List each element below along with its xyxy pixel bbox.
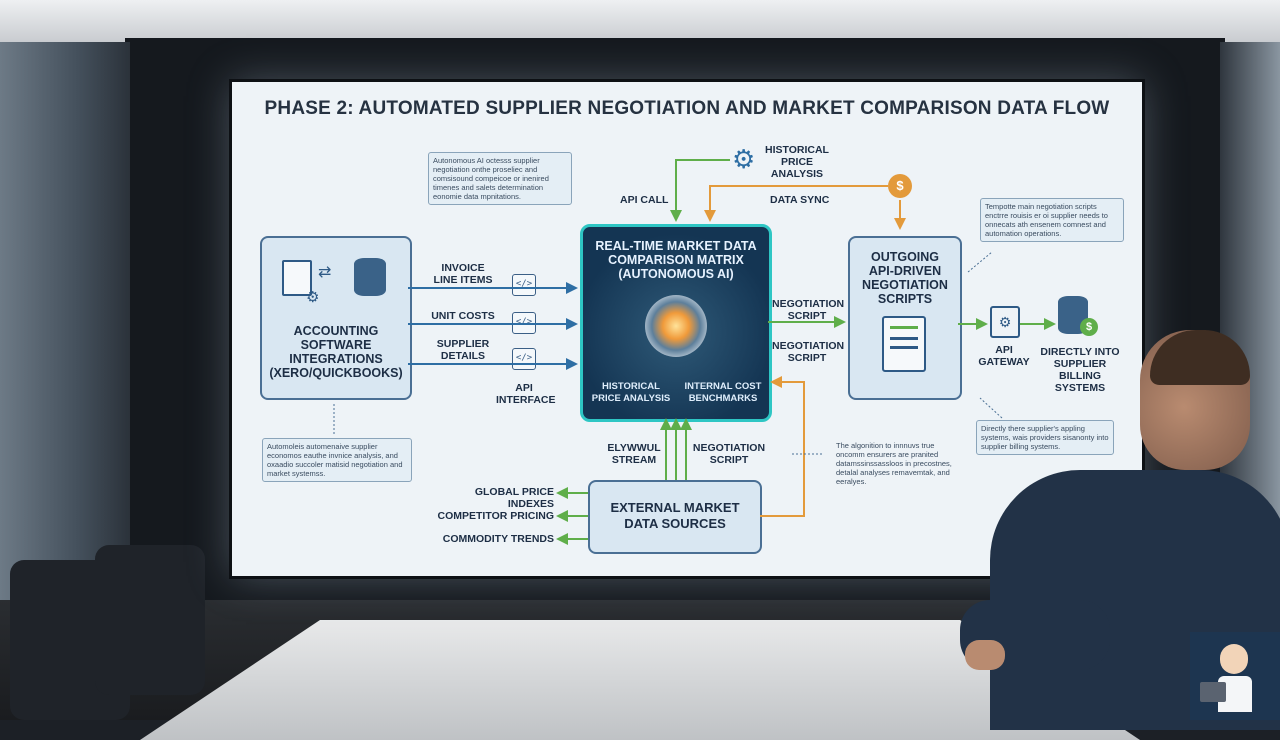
ai-core-gear-icon (645, 295, 707, 357)
billing-label: BILLING (1059, 370, 1101, 382)
note-top-center: Autonomous AI octesss supplier negotiati… (428, 152, 572, 205)
negotiation-label: NEGOTIATION (772, 298, 845, 310)
laptop-icon (1200, 682, 1226, 702)
matrix-sub-label: INTERNAL COST (684, 381, 762, 392)
accounting-title-line: INTEGRATIONS (289, 352, 383, 366)
glass-wall (0, 42, 130, 602)
note-bottom-left: Automoleis automenaive supplier economos… (262, 438, 412, 482)
negotiation-label: SCRIPT (787, 352, 827, 364)
api-interface-label: INTERFACE (496, 394, 556, 406)
flow-label: INVOICE (441, 262, 485, 274)
gear-icon: ⚙ (306, 289, 320, 306)
historical-label: PRICE (780, 156, 814, 168)
display-screen: PHASE 2: AUTOMATED SUPPLIER NEGOTIATION … (232, 82, 1142, 576)
checklist-document-icon (882, 316, 926, 372)
source-label: COMPETITOR PRICING (437, 510, 554, 522)
matrix-sub-label: BENCHMARKS (688, 393, 758, 404)
historical-label: HISTORICAL (765, 144, 829, 156)
flow-label: DETAILS (440, 350, 486, 362)
flow-arrows (333, 159, 1056, 545)
matrix-sub-label: PRICE ANALYSIS (591, 393, 671, 404)
stream-label: ELYWWUL (607, 442, 661, 454)
outgoing-title-line: NEGOTIATION (862, 278, 948, 292)
stream-label: STREAM (611, 454, 657, 466)
document-icon (282, 260, 312, 296)
cartoon-face-icon (1220, 644, 1248, 674)
billing-label: SUPPLIER (1053, 358, 1107, 370)
accounting-title-line: SOFTWARE (300, 338, 372, 352)
billing-label: DIRECTLY INTO (1040, 346, 1120, 358)
source-label: COMMODITY TRENDS (442, 533, 554, 545)
matrix-title-line: (AUTONOMOUS AI) (618, 267, 734, 281)
matrix-title-line: COMPARISON MATRIX (608, 253, 744, 267)
gear-icon: ⚙ (732, 144, 756, 174)
api-interface-label: API (515, 382, 533, 394)
flow-label: SUPPLIER (436, 338, 490, 350)
comparison-matrix-box: REAL-TIME MARKET DATA COMPARISON MATRIX … (580, 224, 772, 422)
negotiation-label: NEGOTIATION (692, 442, 766, 454)
external-title-line: DATA SOURCES (624, 516, 726, 531)
gateway-label: GATEWAY (978, 356, 1030, 368)
negotiation-label: NEGOTIATION (772, 340, 845, 352)
chair (95, 545, 205, 695)
note-bottom-center: The algonition to innnuvs true oncomm en… (836, 441, 952, 486)
data-sync-label: DATA SYNC (770, 194, 830, 206)
outgoing-scripts-box: OUTGOING API-DRIVEN NEGOTIATION SCRIPTS (848, 236, 962, 400)
flow-label: UNIT COSTS (431, 310, 495, 322)
negotiation-label: SCRIPT (787, 310, 827, 322)
accounting-title-line: ACCOUNTING (293, 324, 379, 338)
avatar-logo (1190, 632, 1280, 720)
matrix-sub-label: HISTORICAL (602, 381, 660, 392)
flow-label: LINE ITEMS (433, 274, 493, 286)
source-label: GLOBAL PRICE INDEXES (474, 486, 554, 510)
matrix-title-line: REAL-TIME MARKET DATA (595, 239, 757, 253)
accounting-box: ⇄ ⚙ ACCOUNTING SOFTWARE INTEGRATIONS (XE… (260, 236, 412, 400)
api-call-label: API CALL (620, 194, 669, 206)
outgoing-title-line: SCRIPTS (877, 292, 933, 306)
ceiling (0, 0, 1280, 42)
gateway-label: API (995, 344, 1013, 356)
note-top-right: Tempotte main negotiation scripts enctrr… (980, 198, 1124, 242)
billing-label: SYSTEMS (1054, 382, 1106, 394)
swap-arrows-icon: ⇄ (318, 264, 332, 281)
diagram-title: PHASE 2: AUTOMATED SUPPLIER NEGOTIATION … (264, 98, 1110, 119)
api-gateway-icon: ⚙ (990, 306, 1020, 338)
note-bottom-right: Directly there supplier's appling system… (976, 420, 1114, 455)
dollar-network-icon: $ (888, 174, 912, 198)
negotiation-label: SCRIPT (709, 454, 749, 466)
code-icon: </> (512, 274, 536, 296)
accounting-title-line: (XERO/QUICKBOOKS) (269, 366, 403, 380)
outgoing-title-line: OUTGOING (870, 250, 940, 264)
dollar-icon: $ (1080, 318, 1098, 336)
outgoing-title-line: API-DRIVEN (868, 264, 942, 278)
external-title-line: EXTERNAL MARKET (610, 500, 740, 515)
historical-label: ANALYSIS (770, 168, 824, 180)
person-hand (965, 640, 1005, 670)
database-icon (354, 258, 386, 296)
